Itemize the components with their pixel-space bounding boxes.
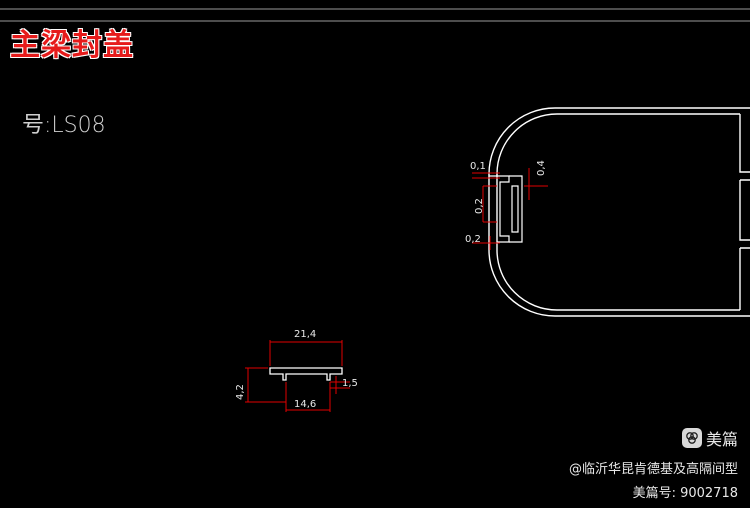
watermark-brand-text: 美篇 [705, 430, 738, 449]
watermark-account-id: 美篇号: 9002718 [632, 486, 738, 501]
slot-inner [509, 175, 523, 243]
dim-cap-width: 21,4 [294, 329, 316, 340]
dim-slot-bottom: 0,2 [465, 234, 481, 245]
dim-cap-bottom-width: 14,6 [294, 399, 316, 410]
watermark-author: @临沂华昆肯德基及高隔间型 [568, 462, 738, 477]
dim-cap-lip: 1,5 [342, 378, 358, 389]
dim-slot-top: 0,1 [470, 161, 486, 172]
page-title: 主梁封盖 [10, 28, 134, 63]
meipian-logo-icon [681, 428, 702, 448]
cap-profile [269, 367, 343, 381]
dim-slot-width: 0,2 [474, 198, 485, 214]
beam-right-notch-top [739, 114, 750, 310]
beam-profile [488, 107, 750, 317]
dim-slot-depth: 0,4 [536, 160, 547, 176]
watermark-brand: 美篇 [681, 426, 738, 450]
model-label: 号:LS08 [22, 113, 106, 138]
beam-inner-contour [496, 113, 740, 311]
cap-outline [269, 367, 343, 381]
beam-slot [488, 172, 523, 243]
beam-outer-contour [488, 107, 750, 317]
dim-cap-height: 4,2 [235, 384, 246, 400]
cap-dimension-lines [245, 340, 350, 412]
slot-channel [497, 175, 510, 243]
slot-dimension-lines [472, 168, 548, 250]
